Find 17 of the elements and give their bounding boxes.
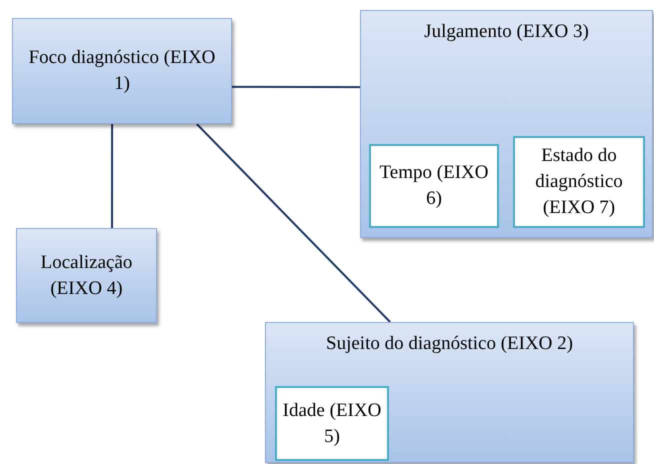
concept-box [12,18,232,124]
box-label: Idade (EIXO 5) [282,398,382,448]
sub-concept-box [513,136,645,228]
box-label: Foco diagnóstico (EIXO 1) [28,46,216,96]
box-label: Localização (EIXO 4) [40,250,134,300]
box-label: Estado do diagnóstico (EIXO 7) [534,144,624,220]
concept-box [16,228,157,323]
sub-concept-box [369,144,499,228]
concept-box [265,322,634,463]
box-label: Tempo (EIXO 6) [379,161,489,211]
connector-line [196,123,391,323]
box-label: Sujeito do diagnóstico (EIXO 2) [326,332,573,356]
concept-box [360,10,653,238]
connector-line [111,124,114,228]
sub-concept-box [275,386,389,461]
box-label: Julgamento (EIXO 3) [424,20,589,44]
connector-line [232,86,360,88]
